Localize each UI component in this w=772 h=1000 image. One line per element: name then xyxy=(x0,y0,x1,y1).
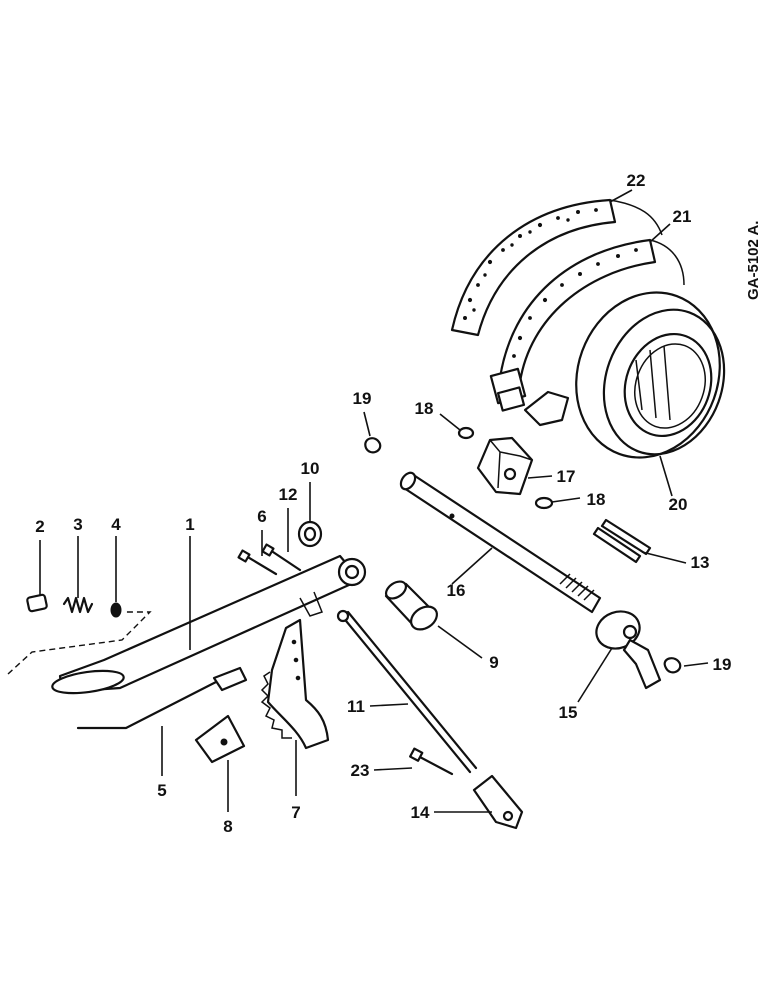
label-18-lower: 18 xyxy=(587,490,606,509)
leader-lines xyxy=(39,189,709,813)
label-11: 11 xyxy=(347,697,365,716)
part-1-pedal-lever xyxy=(7,554,367,695)
part-18-ring-upper xyxy=(457,426,475,440)
part-12-bolt xyxy=(261,543,302,572)
part-11-rod xyxy=(336,609,478,774)
part-16-cross-shaft xyxy=(399,471,602,614)
part-20-brake-drum xyxy=(575,291,726,459)
part-15-lever-hub xyxy=(595,610,662,690)
part-14-clevis xyxy=(472,774,524,830)
part-2-plug xyxy=(26,593,48,613)
label-7: 7 xyxy=(291,803,300,822)
part-23-bolt xyxy=(409,747,454,776)
label-5: 5 xyxy=(157,781,166,800)
label-12: 12 xyxy=(279,485,298,504)
label-23: 23 xyxy=(351,761,370,780)
part-9-bushing xyxy=(384,580,438,631)
part-6-bolt xyxy=(237,549,278,576)
label-2: 2 xyxy=(35,517,44,536)
label-17: 17 xyxy=(557,467,576,486)
part-5-rod xyxy=(76,666,248,730)
part-17-bracket xyxy=(476,436,534,496)
label-3: 3 xyxy=(73,515,82,534)
label-15: 15 xyxy=(559,703,578,722)
part-3-spring xyxy=(62,596,94,614)
label-10: 10 xyxy=(301,459,320,478)
label-16: 16 xyxy=(447,581,466,600)
label-8: 8 xyxy=(223,817,232,836)
part-8-bracket xyxy=(194,714,246,764)
label-13: 13 xyxy=(691,553,710,572)
part-10-washer xyxy=(297,520,323,548)
callout-labels: 2 3 4 1 6 12 10 19 18 17 18 20 21 22 13 … xyxy=(35,171,731,836)
label-19-lower: 19 xyxy=(713,655,732,674)
label-19-upper: 19 xyxy=(353,389,372,408)
part-22-brake-lining xyxy=(450,198,663,337)
part-19-clip-upper xyxy=(364,437,382,454)
label-9: 9 xyxy=(489,653,498,672)
part-4-ball xyxy=(110,602,122,618)
part-19-clip-lower xyxy=(663,657,682,674)
label-6: 6 xyxy=(257,507,266,526)
part-7-quadrant xyxy=(260,618,330,750)
label-4: 4 xyxy=(111,515,121,534)
part-18-ring-lower xyxy=(534,496,554,510)
label-1: 1 xyxy=(185,515,194,534)
part-21-brake-band xyxy=(489,238,685,427)
label-18-upper: 18 xyxy=(415,399,434,418)
part-13-pins xyxy=(592,518,652,564)
label-21: 21 xyxy=(673,207,692,226)
label-14: 14 xyxy=(411,803,430,822)
label-22: 22 xyxy=(627,171,646,190)
figure-reference: GA-5102 A. xyxy=(745,221,762,300)
label-20: 20 xyxy=(669,495,688,514)
